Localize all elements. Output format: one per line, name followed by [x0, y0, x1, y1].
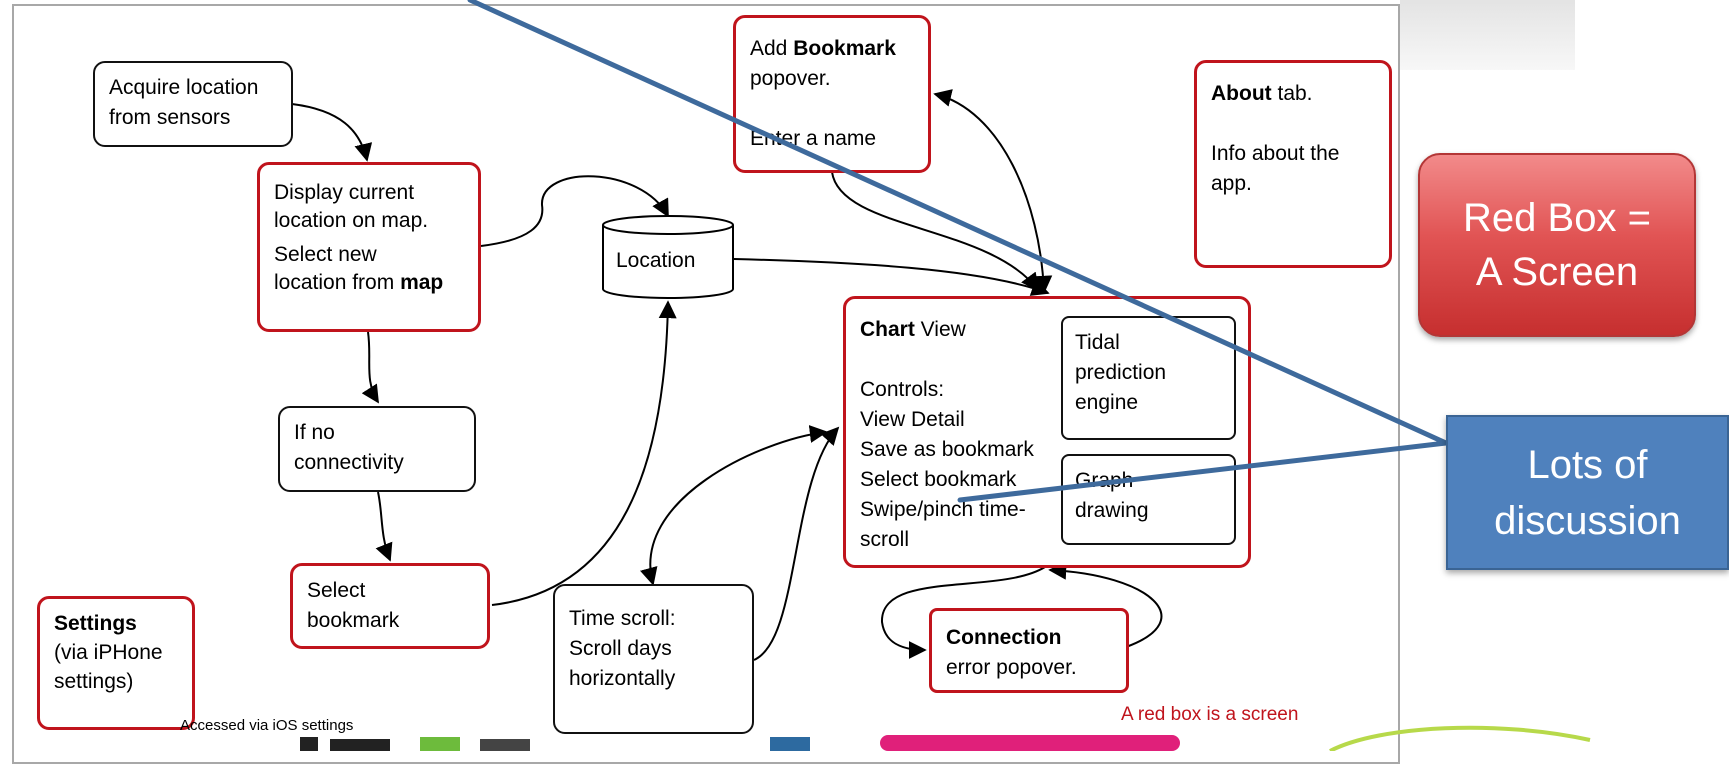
timescroll-line-2: Scroll days: [569, 637, 672, 660]
legend-red-line-2: A Screen: [1475, 250, 1639, 294]
addbm-prefix: Add: [750, 37, 794, 60]
about-bold: About: [1211, 82, 1272, 105]
settings-line-2: settings): [54, 670, 134, 693]
legend-red-line-1: Red Box =: [1463, 196, 1651, 240]
acquire-line-1: Acquire location: [109, 76, 259, 99]
tidal-line-3: engine: [1075, 391, 1139, 414]
chart-line-3: Save as bookmark: [860, 438, 1034, 461]
display-map-bold: map: [400, 271, 444, 294]
legend-red-box: Red Box = A Screen: [1418, 153, 1696, 337]
tidal-line-1: Tidal: [1075, 331, 1120, 354]
display-location-screen: Display current location on map. Select …: [257, 162, 481, 332]
arrow-noconn-to-selectbookmark: [375, 491, 393, 562]
chart-suffix: View: [914, 318, 966, 341]
ios-settings-note: Accessed via iOS settings: [180, 717, 354, 734]
connection-error-popover: Connection error popover.: [929, 608, 1129, 693]
settings-title: Settings: [54, 609, 178, 638]
settings-bold: Settings: [54, 612, 137, 635]
about-line-2: app.: [1211, 172, 1252, 195]
arrow-acquire-to-display: [291, 103, 373, 162]
arrow-chart-to-connection: [880, 566, 1046, 659]
arrow-display-to-noconn: [361, 331, 379, 404]
chart-bold: Chart: [860, 318, 915, 341]
no-connectivity-box: If no connectivity: [278, 406, 476, 492]
conn-line-2: error popover.: [946, 656, 1077, 679]
display-line-3: Select new: [274, 243, 377, 266]
graph-line-2: drawing: [1075, 499, 1149, 522]
add-bookmark-popover: Add Bookmark popover. Enter a name: [733, 15, 931, 173]
display-line-2: location on map.: [274, 209, 429, 232]
time-scroll-box: Time scroll: Scroll days horizontally: [553, 584, 754, 734]
select-bookmark-screen: Select bookmark: [290, 563, 490, 649]
about-tab-screen: About tab. Info about the app.: [1194, 60, 1392, 268]
about-suffix: tab.: [1271, 82, 1313, 105]
chart-line-2: View Detail: [860, 408, 965, 431]
arrow-selectbookmark-to-location: [491, 300, 677, 606]
timescroll-line-3: horizontally: [569, 667, 676, 690]
addbm-bold: Bookmark: [793, 37, 896, 60]
addbm-line-2: popover.: [750, 67, 831, 90]
timescroll-line-1: Time scroll:: [569, 607, 676, 630]
chart-line-1: Controls:: [860, 378, 945, 401]
selectbm-line-1: Select: [307, 579, 366, 602]
chart-line-5: Swipe/pinch time-: [860, 498, 1026, 521]
chart-line-6: scroll: [860, 528, 910, 551]
background-thumbnail: [1400, 0, 1575, 70]
arrow-connection-to-chart: [1048, 561, 1163, 648]
settings-screen: Settings (via iPHone settings): [37, 596, 195, 730]
display-line-4-text: location from: [274, 271, 401, 294]
addbm-title: Add Bookmark: [750, 34, 914, 64]
about-title: About tab.: [1211, 79, 1375, 109]
chart-title: Chart View: [860, 315, 1234, 345]
location-db-label: Location: [616, 249, 696, 272]
callout-line-long: [467, 0, 1449, 446]
tidal-line-2: prediction: [1075, 361, 1167, 384]
chart-line-4: Select bookmark: [860, 468, 1017, 491]
arrow-addbookmark-curve: [831, 171, 1040, 292]
display-line-1: Display current: [274, 181, 415, 204]
red-box-note: A red box is a screen: [1121, 704, 1299, 725]
acquire-line-2: from sensors: [109, 106, 231, 129]
acquire-location-box: Acquire location from sensors: [93, 61, 293, 147]
addbm-line-3: Enter a name: [750, 127, 877, 150]
conn-title: Connection: [946, 623, 1112, 653]
footer-logo-fragment: [300, 735, 1180, 751]
location-database-icon: [602, 215, 734, 299]
legend-blue-box: Lots of discussion: [1446, 415, 1729, 570]
legend-blue-line-2: discussion: [1494, 498, 1681, 543]
noconn-line-2: connectivity: [294, 451, 404, 474]
selectbm-line-2: bookmark: [307, 609, 400, 632]
legend-blue-line-1: Lots of: [1527, 442, 1648, 487]
conn-bold: Connection: [946, 626, 1062, 649]
display-line-4: location from map: [274, 269, 464, 297]
about-line-1: Info about the: [1211, 142, 1340, 165]
arrow-timescroll-chart: [640, 425, 828, 586]
arrow-display-to-location: [480, 175, 669, 247]
noconn-line-1: If no: [294, 421, 335, 444]
callout-line-short: [957, 440, 1449, 503]
arrow-timescroll-chart-2: [753, 426, 840, 661]
settings-line-1: (via iPHone: [54, 641, 163, 664]
